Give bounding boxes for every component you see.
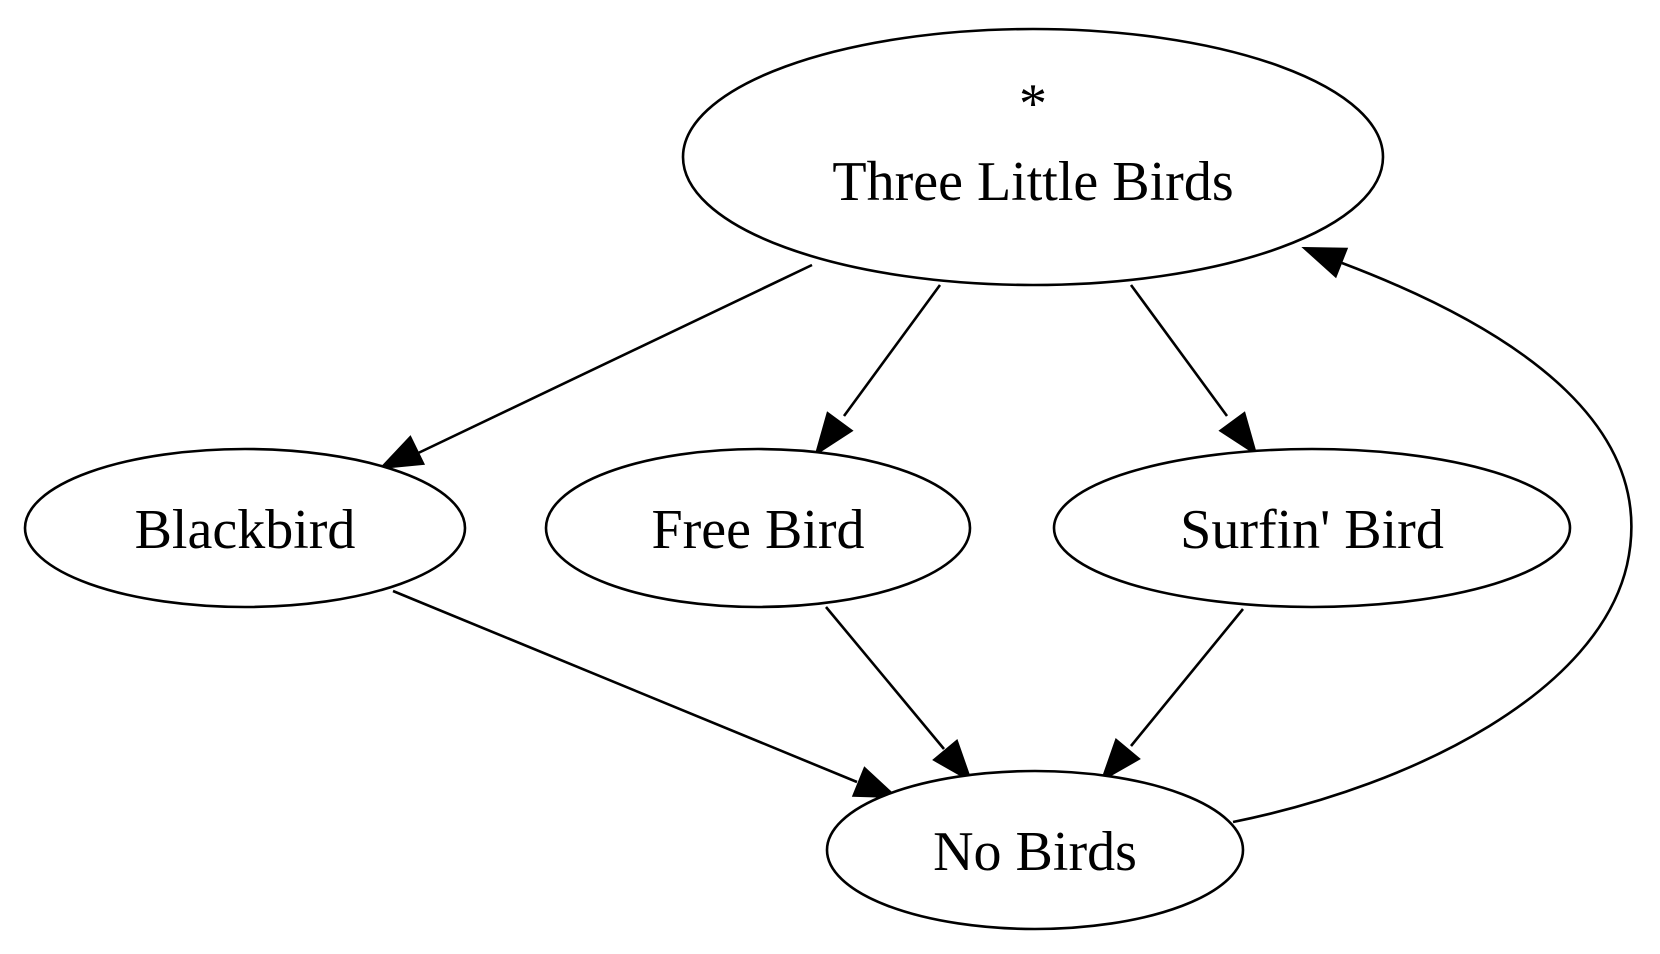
- edge-line: [842, 284, 942, 417]
- edge-line: [411, 263, 813, 458]
- node-ellipse: [544, 447, 972, 609]
- edge-blackbird-to-nobirds: [392, 589, 899, 799]
- node-label: Surfin' Bird: [1180, 499, 1444, 561]
- node-label: *: [1019, 73, 1047, 135]
- node-ellipse: [23, 447, 467, 609]
- node-free-bird: Free Bird: [544, 447, 972, 609]
- node-label: No Birds: [933, 821, 1137, 883]
- edge-line: [1232, 261, 1633, 824]
- node-label: Three Little Birds: [832, 151, 1233, 213]
- edge-three-to-freebird: [814, 284, 942, 457]
- node-label: Free Bird: [651, 499, 864, 561]
- arrowhead: [378, 435, 426, 470]
- edge-surfin-to-nobirds: [1100, 608, 1245, 783]
- arrowhead: [1218, 411, 1258, 457]
- edge-line: [1129, 284, 1229, 417]
- arrowhead: [814, 411, 854, 457]
- edge-line: [1129, 608, 1245, 747]
- arrowhead: [1100, 738, 1141, 783]
- edge-freebird-to-nobirds: [825, 606, 973, 784]
- arrowhead: [851, 766, 899, 799]
- node-ellipse: [825, 769, 1245, 931]
- node-three-little-birds: * Three Little Birds: [681, 27, 1385, 287]
- node-ellipse: [1052, 447, 1572, 609]
- node-surfin-bird: Surfin' Bird: [1052, 447, 1572, 609]
- edge-line: [392, 589, 858, 784]
- node-ellipse: [681, 27, 1385, 287]
- edge-three-to-surfin: [1129, 284, 1258, 457]
- node-blackbird: Blackbird: [23, 447, 467, 609]
- arrowhead: [1301, 246, 1349, 279]
- node-label: Blackbird: [135, 499, 356, 561]
- node-no-birds: No Birds: [825, 769, 1245, 931]
- edge-nobirds-to-three: [1232, 246, 1633, 824]
- arrowhead: [932, 739, 973, 784]
- edge-three-to-blackbird: [378, 263, 813, 470]
- edge-line: [825, 606, 945, 750]
- edges-layer: [378, 246, 1633, 824]
